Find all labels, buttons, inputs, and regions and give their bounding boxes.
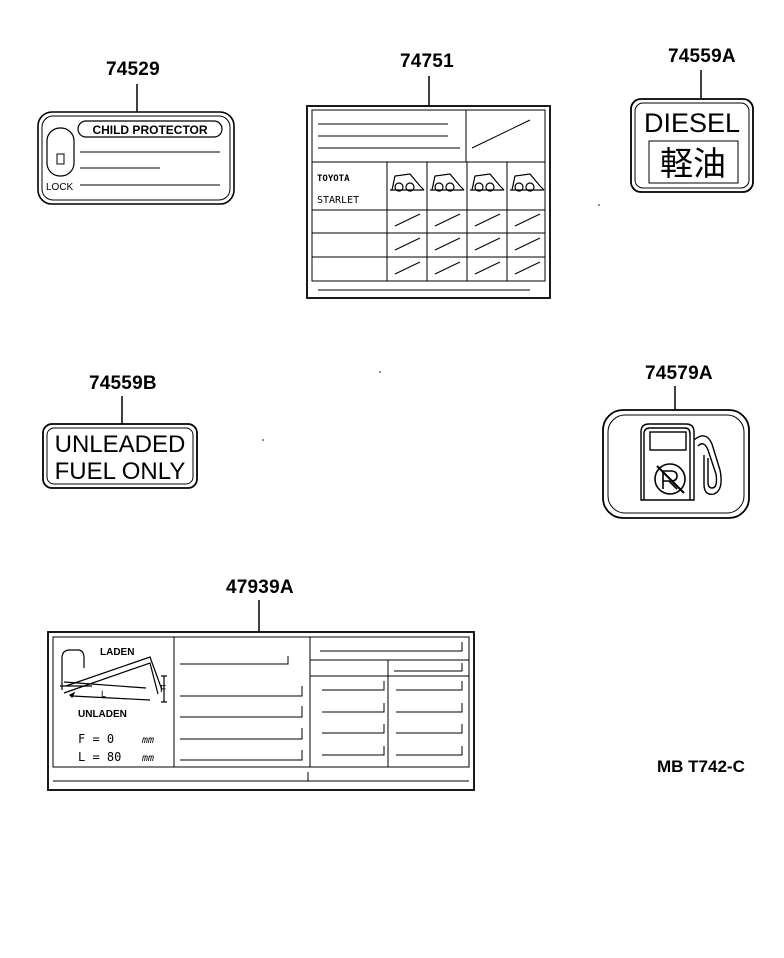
fuel-pump-label <box>602 409 750 519</box>
leader-lines <box>121 70 702 632</box>
part-number-74751: 74751 <box>400 51 454 72</box>
unleaded-label <box>42 423 198 489</box>
headlamp-f-value: F = 0 <box>78 732 114 746</box>
part-number-74559a: 74559A <box>668 46 736 67</box>
drawing-reference-code: MB T742-C <box>657 757 745 776</box>
fuel-pump-icon <box>640 423 722 501</box>
child-protector-title: CHILD PROTECTOR <box>92 123 207 137</box>
part-number-74579a: 74579A <box>645 363 713 384</box>
scan-dots <box>262 204 600 441</box>
unleaded-line-1: UNLEADED <box>55 431 186 458</box>
diesel-label <box>630 98 754 193</box>
seat-capacity-label <box>306 105 551 299</box>
headlamp-laden-text: LADEN <box>100 647 134 658</box>
headlamp-l-unit: mm <box>141 753 154 764</box>
diesel-japanese-text: 軽油 <box>660 144 726 183</box>
headlamp-leveling-label <box>47 631 475 791</box>
headlamp-f-unit: mm <box>141 735 154 746</box>
child-protector-lock-text: LOCK <box>46 182 74 193</box>
unleaded-line-2: FUEL ONLY <box>55 458 186 485</box>
part-number-74529: 74529 <box>106 59 160 80</box>
headlamp-unladen-text: UNLADEN <box>78 709 127 720</box>
headlamp-l-value: L = 80 <box>78 750 121 764</box>
part-number-74559b: 74559B <box>89 373 157 394</box>
seat-label-model: STARLET <box>317 195 359 206</box>
seat-label-brand: TOYOTA <box>317 174 350 184</box>
diesel-text: DIESEL <box>644 108 740 138</box>
part-number-47939a: 47939A <box>226 577 294 598</box>
headlamp-f-text: F <box>160 684 166 695</box>
child-protector-label <box>37 111 235 205</box>
headlamp-l-text: L <box>101 689 106 699</box>
